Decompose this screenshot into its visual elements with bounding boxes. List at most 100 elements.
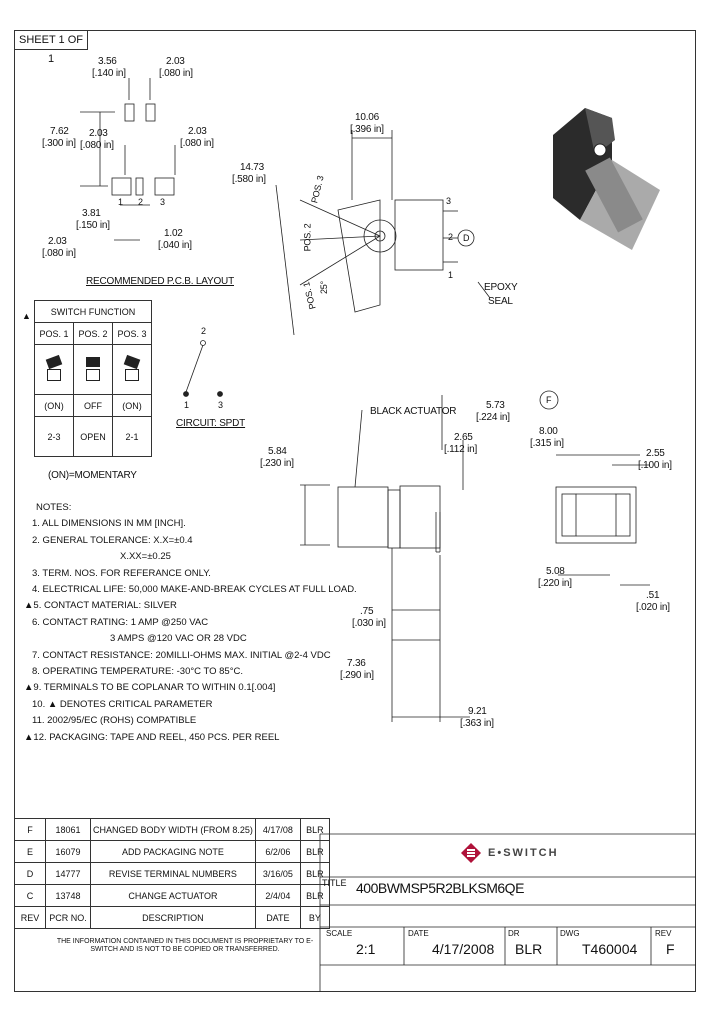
date-value: 4/17/2008 — [432, 941, 495, 957]
switch-state-pos2: OFF — [73, 394, 113, 417]
front-dim-584-in: [.230 in] — [260, 458, 294, 469]
side-terminal-3: 3 — [446, 196, 451, 206]
note-8: 8. OPERATING TEMPERATURE: -30°C TO 85°C. — [32, 666, 244, 678]
pcb-dim-203-mid-in: [.080 in] — [80, 140, 114, 151]
revision-row: D 14777 REVISE TERMINAL NUMBERS 3/16/05 … — [14, 862, 330, 885]
end-dim-800: 8.00 — [539, 426, 558, 437]
seal-label: SEAL — [488, 296, 513, 307]
pcb-dim-203-top-in: [.080 in] — [159, 68, 193, 79]
end-dim-508: 5.08 — [546, 566, 565, 577]
pcb-dim-762: 7.62 — [50, 126, 69, 137]
note-5: ▲5. CONTACT MATERIAL: SILVER — [24, 600, 177, 612]
side-pos2: POS. 2 — [302, 223, 313, 252]
note-11: 11. 2002/95/EC (ROHS) COMPATIBLE — [32, 715, 197, 727]
side-dim-1006: 10.06 — [355, 112, 380, 123]
switch-footnote: (ON)=MOMENTARY — [48, 470, 137, 481]
revision-row: E 16079 ADD PACKAGING NOTE 6/2/06 BLR — [14, 840, 330, 863]
side-dim-1473: 14.73 — [240, 162, 265, 173]
flag-d: D — [463, 233, 470, 243]
pcr-cell: 18061 — [45, 818, 91, 841]
end-dim-255-in: [.100 in] — [638, 460, 672, 471]
rev-label: REV — [655, 929, 672, 938]
note-5-text: 5. CONTACT MATERIAL: SILVER — [33, 600, 177, 612]
critical-marker-icon: ▲ — [22, 311, 31, 321]
pcb-dim-102: 1.02 — [164, 228, 183, 239]
circuit-label-1: 1 — [184, 400, 189, 410]
pcb-dim-762-in: [.300 in] — [42, 138, 76, 149]
notes-block: NOTES: 1. ALL DIMENSIONS IN MM [INCH]. 2… — [24, 500, 357, 746]
pcr-cell: 16079 — [45, 840, 91, 863]
date-label: DATE — [408, 929, 429, 938]
desc-cell: REVISE TERMINAL NUMBERS — [90, 862, 256, 885]
dwg-value: T460004 — [582, 941, 638, 957]
pcr-cell: 14777 — [45, 862, 91, 885]
switch-header-pos1: POS. 1 — [34, 322, 74, 345]
front-dim-736: 7.36 — [347, 658, 366, 669]
note-1: 1. ALL DIMENSIONS IN MM [INCH]. — [32, 518, 186, 530]
pcb-caption: RECOMMENDED P.C.B. LAYOUT — [86, 276, 234, 287]
by-header: BY — [299, 906, 330, 929]
scale-value: 2:1 — [356, 941, 376, 957]
circuit-caption: CIRCUIT: SPDT — [176, 418, 246, 429]
switch-state-pos1: (ON) — [34, 394, 74, 417]
switch-icon-pos3 — [112, 344, 152, 395]
front-dim-573: 5.73 — [486, 400, 505, 411]
rev-header: REV — [14, 906, 46, 929]
pcb-dim-356: 3.56 — [98, 56, 117, 67]
note-9-text: 9. TERMINALS TO BE COPLANAR TO WITHIN 0.… — [33, 682, 276, 694]
note-6: 6. CONTACT RATING: 1 AMP @250 VAC — [32, 616, 209, 628]
date-cell: 3/16/05 — [254, 862, 301, 885]
note-4: 4. ELECTRICAL LIFE: 50,000 MAKE-AND-BREA… — [32, 584, 357, 596]
revision-table: F 18061 CHANGED BODY WIDTH (FROM 8.25) 4… — [14, 818, 330, 929]
switch-icon-pos1 — [34, 344, 74, 395]
pcb-dim-381: 3.81 — [82, 208, 101, 219]
dr-label: DR — [508, 929, 520, 938]
drawing-title: 400BWMSP5R2BLKSM6QE — [356, 880, 524, 896]
switch-header-pos3: POS. 3 — [112, 322, 152, 345]
rev-cell: F — [14, 818, 46, 841]
switch-header-pos2: POS. 2 — [73, 322, 113, 345]
front-dim-573-in: [.224 in] — [476, 412, 510, 423]
circuit-label-3: 3 — [218, 400, 223, 410]
note-2b: X.XX=±0.25 — [120, 551, 171, 563]
side-terminal-1: 1 — [448, 270, 453, 280]
pcb-dim-381-in: [.150 in] — [76, 220, 110, 231]
rev-cell: E — [14, 840, 46, 863]
rev-value: F — [666, 941, 675, 957]
pcb-pad-label-3: 3 — [160, 197, 165, 207]
revision-row: F 18061 CHANGED BODY WIDTH (FROM 8.25) 4… — [14, 818, 330, 841]
switch-icon-pos2 — [73, 344, 113, 395]
circuit-label-2: 2 — [201, 326, 206, 336]
disclaimer: THE INFORMATION CONTAINED IN THIS DOCUME… — [56, 938, 314, 953]
note-10: 10. ▲ DENOTES CRITICAL PARAMETER — [32, 698, 213, 710]
by-cell: BLR — [299, 840, 330, 863]
front-dim-921-in: [.363 in] — [460, 718, 494, 729]
date-cell: 6/2/06 — [254, 840, 301, 863]
pcb-dim-102-in: [.040 in] — [158, 240, 192, 251]
pcb-dim-203-bot-in: [.080 in] — [42, 248, 76, 259]
side-angle: 25° — [319, 280, 330, 295]
notes-heading: NOTES: — [36, 502, 72, 513]
desc-cell: CHANGED BODY WIDTH (FROM 8.25) — [90, 818, 256, 841]
side-dim-1473-in: [.580 in] — [232, 174, 266, 185]
side-dim-1006-in: [.396 in] — [350, 124, 384, 135]
pcb-dim-203-right: 2.03 — [188, 126, 207, 137]
desc-cell: CHANGE ACTUATOR — [90, 884, 256, 907]
pcb-dim-203-mid: 2.03 — [89, 128, 108, 139]
pcb-dim-203-bot: 2.03 — [48, 236, 67, 247]
switch-conn-pos2: OPEN — [73, 416, 113, 457]
front-dim-584: 5.84 — [268, 446, 287, 457]
pcr-cell: 13748 — [45, 884, 91, 907]
revision-header-row: REV PCR NO. DESCRIPTION DATE BY — [14, 906, 330, 929]
date-cell: 2/4/04 — [254, 884, 301, 907]
note-12: ▲12. PACKAGING: TAPE AND REEL, 450 PCS. … — [24, 731, 280, 743]
side-terminal-2: 2 — [448, 232, 453, 242]
epoxy-label: EPOXY — [484, 282, 518, 293]
dwg-label: DWG — [560, 929, 580, 938]
front-dim-075-in: [.030 in] — [352, 618, 386, 629]
rev-cell: C — [14, 884, 46, 907]
pcb-pad-label-1: 1 — [118, 197, 123, 207]
note-3: 3. TERM. NOS. FOR REFERANCE ONLY. — [32, 567, 211, 579]
date-header: DATE — [254, 906, 301, 929]
front-dim-921: 9.21 — [468, 706, 487, 717]
